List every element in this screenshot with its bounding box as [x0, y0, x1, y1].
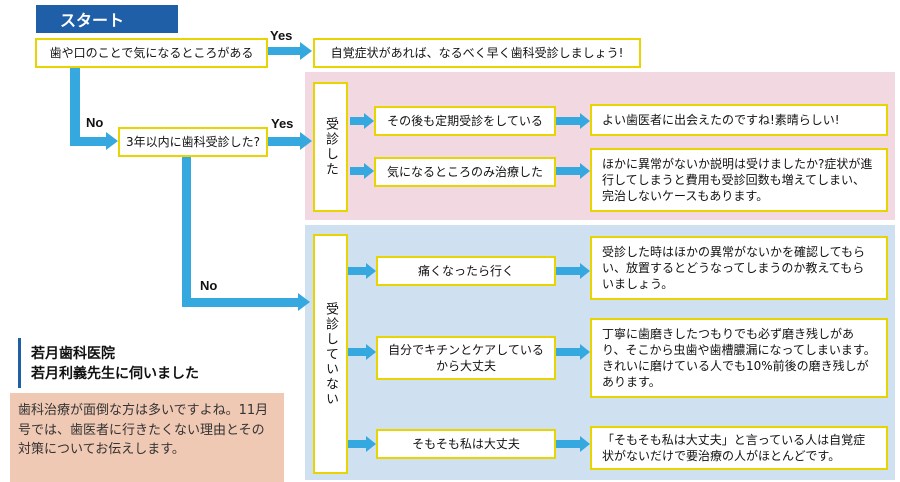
- visited-advice-1-box: よい歯医者に出会えたのですね!素晴らしい!: [590, 104, 888, 136]
- visited-case-2-box: 気になるところのみ治療した: [374, 157, 556, 187]
- question-1-box: 歯や口のことで気になるところがある: [35, 38, 268, 68]
- visited-label-box: 受診した: [313, 82, 348, 212]
- arrow-q1-yes: [268, 47, 302, 55]
- not-visited-advice-2-box: 丁寧に歯磨きしたつもりでも必ず磨き残しがあり、そこから虫歯や歯槽膿漏になってしま…: [590, 318, 888, 398]
- visited-advice-2-box: ほかに異常がないか説明は受けましたか?症状が進行してしまうと費用も受診回数も増え…: [590, 148, 888, 212]
- not-visited-label-box: 受診していない: [313, 234, 348, 474]
- arrow-q1-no-horizontal: [70, 137, 108, 146]
- start-badge: スタート: [36, 5, 178, 33]
- arrowhead-q2-no: [298, 293, 310, 311]
- clinic-credit: 若月歯科医院 若月利義先生に伺いました: [18, 338, 278, 388]
- q2-no-label: No: [200, 278, 218, 293]
- arrow-q2-no-vertical: [182, 157, 191, 303]
- arrowhead-q2-yes: [300, 132, 312, 150]
- arrow-notvisited-advice-1: [556, 267, 582, 275]
- arrowhead-q1-no: [106, 132, 118, 150]
- intro-text: 歯科治療が面倒な方は多いですよね。11月号では、歯医者に行きたくない理由とその対…: [10, 393, 284, 482]
- clinic-name: 若月歯科医院: [31, 346, 115, 362]
- clinic-credit-line: 若月利義先生に伺いました: [31, 366, 199, 383]
- q1-no-label: No: [86, 115, 104, 130]
- not-visited-advice-1-box: 受診した時はほかの異常がないかを確認してもらい、放置するとどうなってしまうのか教…: [590, 236, 888, 300]
- arrow-notvisited-advice-2: [556, 348, 582, 356]
- q1-yes-label: Yes: [270, 28, 293, 43]
- q1-yes-result-box: 自覚症状があれば、なるべく早く歯科受診しましょう!: [313, 38, 641, 68]
- arrow-visited-2: [350, 167, 366, 175]
- q2-yes-label: Yes: [271, 116, 294, 131]
- visited-case-1-box: その後も定期受診をしている: [374, 106, 556, 136]
- arrow-notvisited-2: [346, 348, 368, 356]
- question-2-box: 3年以内に歯科受診した?: [118, 127, 268, 157]
- not-visited-case-3-box: そもそも私は大丈夫: [376, 429, 556, 459]
- arrow-notvisited-advice-3: [556, 440, 582, 448]
- arrow-visited-advice-2: [556, 167, 582, 175]
- not-visited-label: 受診していない: [323, 301, 338, 407]
- not-visited-case-1-box: 痛くなったら行く: [376, 256, 556, 286]
- arrow-q2-no-horizontal: [182, 298, 300, 307]
- visited-label: 受診した: [323, 117, 338, 177]
- arrow-notvisited-1: [346, 267, 368, 275]
- arrow-q2-yes: [268, 137, 302, 146]
- not-visited-case-2-box: 自分でキチンとケアしているから大丈夫: [376, 336, 556, 380]
- arrowhead-q1-yes: [300, 42, 312, 60]
- arrow-visited-1: [350, 117, 366, 125]
- not-visited-advice-3-box: 「そもそも私は大丈夫」と言っている人は自覚症状がないだけで要治療の人がほとんどで…: [590, 426, 888, 470]
- arrow-q1-no-vertical: [70, 68, 80, 142]
- arrow-notvisited-3: [346, 440, 368, 448]
- arrow-visited-advice-1: [556, 117, 582, 125]
